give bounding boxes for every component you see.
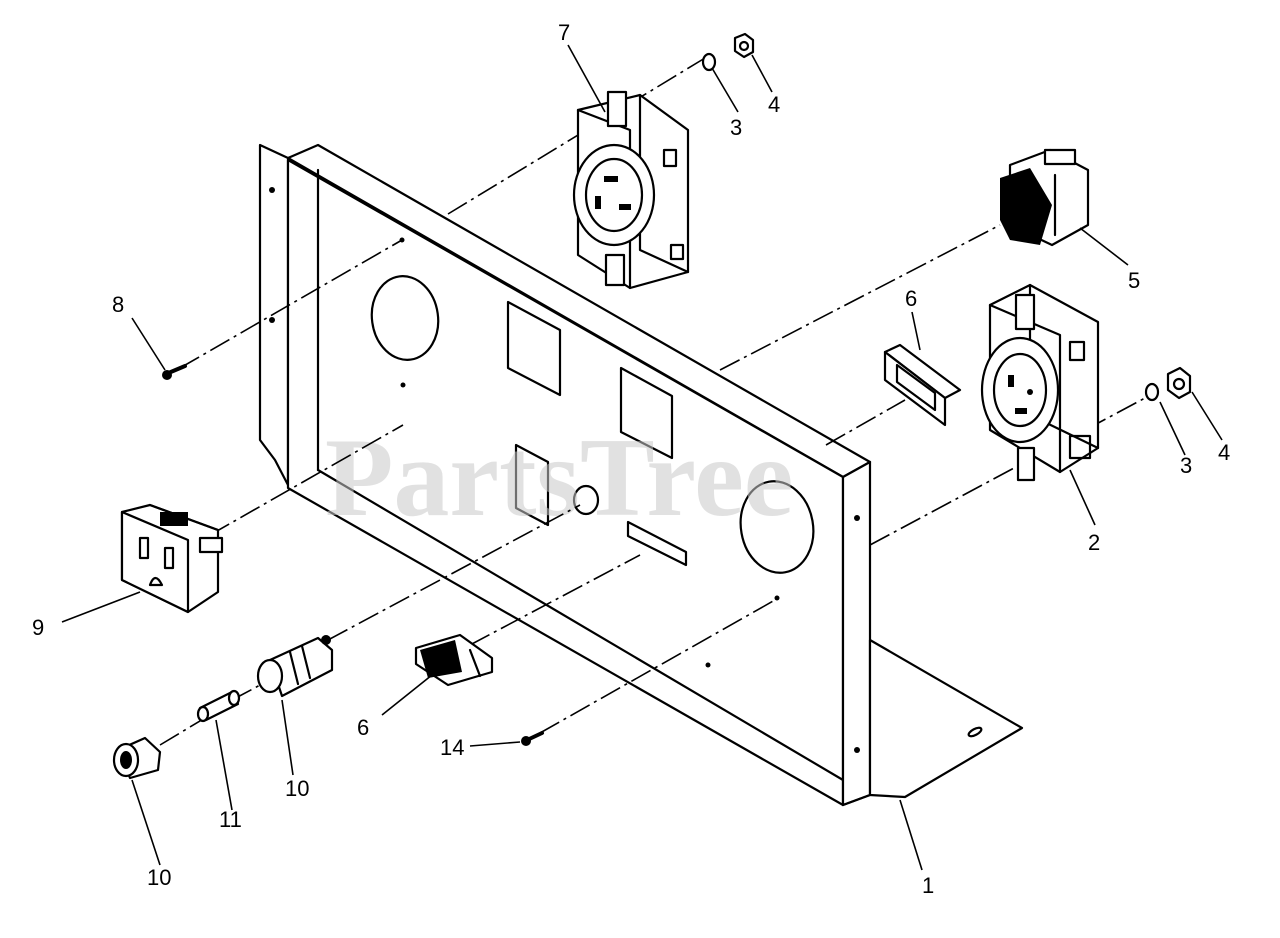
square-cutout-a: [506, 300, 562, 397]
callout-4-lower: 4: [1218, 440, 1230, 465]
lock-washer-lower[interactable]: [1144, 382, 1160, 402]
round-cutout-lower: [739, 480, 815, 574]
rect-cutout-outlet: [514, 443, 550, 527]
control-panel-bracket[interactable]: [258, 143, 1024, 807]
switch-bezel-lower[interactable]: [414, 633, 494, 687]
switch-bezel-upper[interactable]: [883, 343, 962, 427]
callout-7: 7: [558, 20, 570, 45]
screw-lower[interactable]: [521, 731, 544, 746]
square-cutout-b: [619, 366, 674, 460]
callout-3-lower: 3: [1180, 453, 1192, 478]
screw-upper[interactable]: [162, 364, 187, 380]
lock-washer-upper[interactable]: [701, 52, 717, 72]
round-cutout-upper: [370, 275, 440, 361]
callout-6-upper: 6: [905, 286, 917, 311]
watermark-text: PartsTree: [325, 416, 794, 540]
fuse-holder-cap[interactable]: [112, 736, 162, 780]
leader-lines: [61, 44, 1223, 871]
callout-10-lower: 10: [147, 865, 171, 890]
hex-nut-upper[interactable]: [733, 32, 755, 59]
callout-3-upper: 3: [730, 115, 742, 140]
twist-lock-receptacle-4-prong[interactable]: [572, 90, 690, 290]
callout-labels: 7 3 4 5 6 2 3 4 8 9 10 11 10 6 14 1: [32, 20, 1230, 898]
twist-lock-receptacle-3-prong[interactable]: [980, 283, 1100, 482]
callout-1: 1: [922, 873, 934, 898]
fuse-hole: [572, 484, 600, 516]
hex-nut-lower[interactable]: [1166, 366, 1192, 400]
callout-5: 5: [1128, 268, 1140, 293]
callout-2: 2: [1088, 530, 1100, 555]
fuse[interactable]: [196, 689, 241, 723]
assembly-lines: [159, 57, 1146, 746]
slot-cutout: [626, 520, 688, 567]
fuse-holder-body[interactable]: [256, 635, 334, 698]
callout-14: 14: [440, 735, 464, 760]
callout-6-lower: 6: [357, 715, 369, 740]
callout-9: 9: [32, 615, 44, 640]
rocker-switch[interactable]: [1000, 148, 1090, 247]
duplex-outlet[interactable]: [120, 503, 224, 614]
callout-10-upper: 10: [285, 776, 309, 801]
callout-8: 8: [112, 292, 124, 317]
callout-4-upper: 4: [768, 92, 780, 117]
callout-11: 11: [219, 807, 242, 832]
